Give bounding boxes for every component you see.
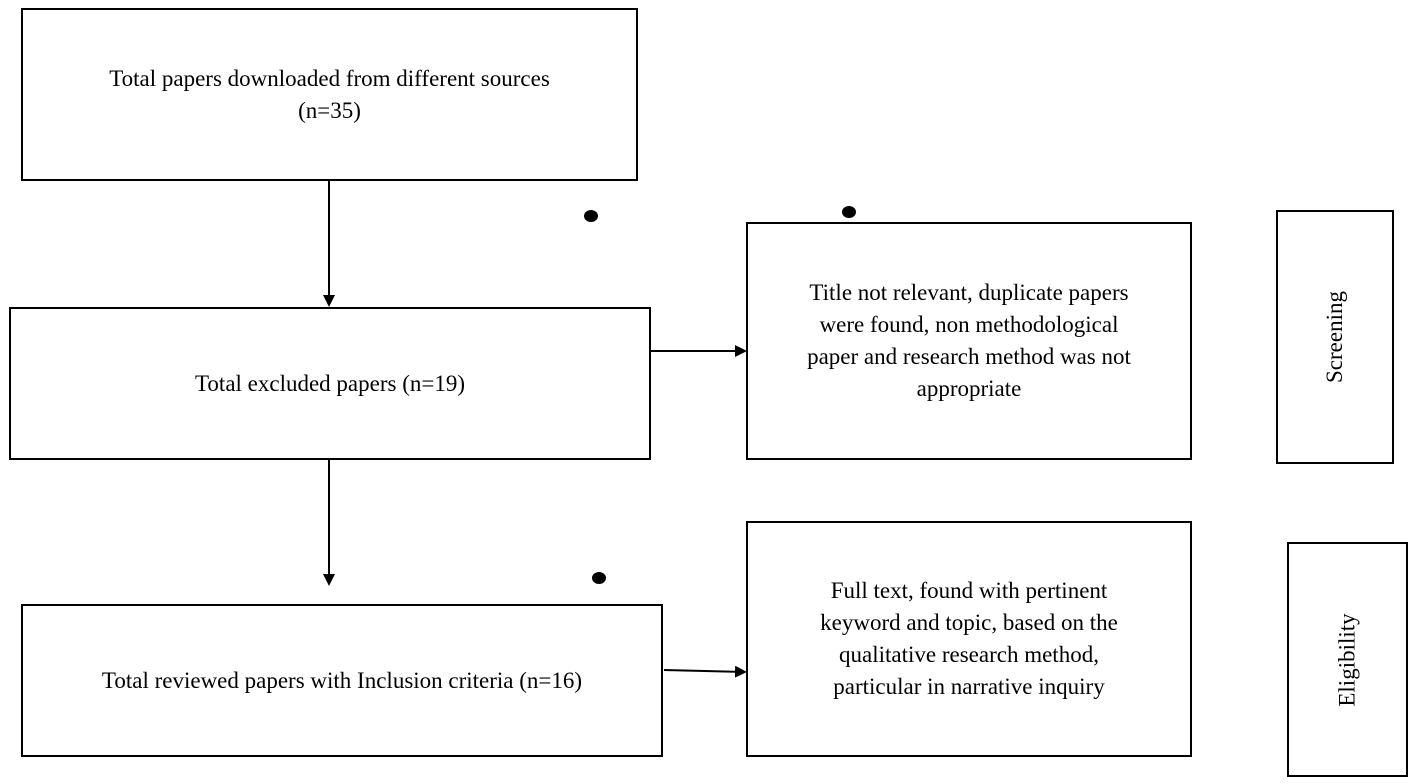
- exclusion-reasons-line: appropriate: [916, 376, 1022, 401]
- inclusion-reasons-line: keyword and topic, based on the: [820, 610, 1118, 635]
- stray-dot-mark: [842, 206, 856, 218]
- exclusion-reasons-line: were found, non methodological: [819, 312, 1119, 337]
- inclusion-reasons-line: particular in narrative inquiry: [833, 674, 1105, 699]
- downloaded-papers-text: Total papers downloaded from different s…: [109, 65, 550, 91]
- exclusion-reasons-line: paper and research method was not: [807, 344, 1131, 369]
- excluded-papers-box: Total excluded papers (n=19): [9, 307, 651, 460]
- excluded-papers-text: Total excluded papers (n=19): [194, 370, 465, 396]
- stray-dot-mark: [592, 572, 606, 584]
- exclusion-reasons-line: Title not relevant, duplicate papers: [809, 280, 1129, 305]
- stray-dot-mark: [584, 210, 598, 222]
- downloaded-papers-count: (n=35): [298, 97, 361, 123]
- inclusion-reasons-line: qualitative research method,: [839, 642, 1099, 667]
- arrow-reviewed-to-reasons: [663, 665, 747, 678]
- exclusion-reasons-box: Title not relevant, duplicate papers wer…: [746, 222, 1192, 460]
- inclusion-reasons-line: Full text, found with pertinent: [830, 578, 1108, 603]
- eligibility-stage-text: Eligibility: [1334, 612, 1360, 707]
- downloaded-papers-box: Total papers downloaded from different s…: [21, 8, 638, 181]
- screening-stage-label: Screening: [1276, 210, 1394, 464]
- screening-stage-text: Screening: [1322, 291, 1347, 383]
- inclusion-reasons-box: Full text, found with pertinent keyword …: [746, 521, 1192, 757]
- eligibility-stage-label: Eligibility: [1287, 542, 1408, 777]
- reviewed-papers-text: Total reviewed papers with Inclusion cri…: [101, 667, 583, 693]
- reviewed-papers-box: Total reviewed papers with Inclusion cri…: [21, 604, 663, 757]
